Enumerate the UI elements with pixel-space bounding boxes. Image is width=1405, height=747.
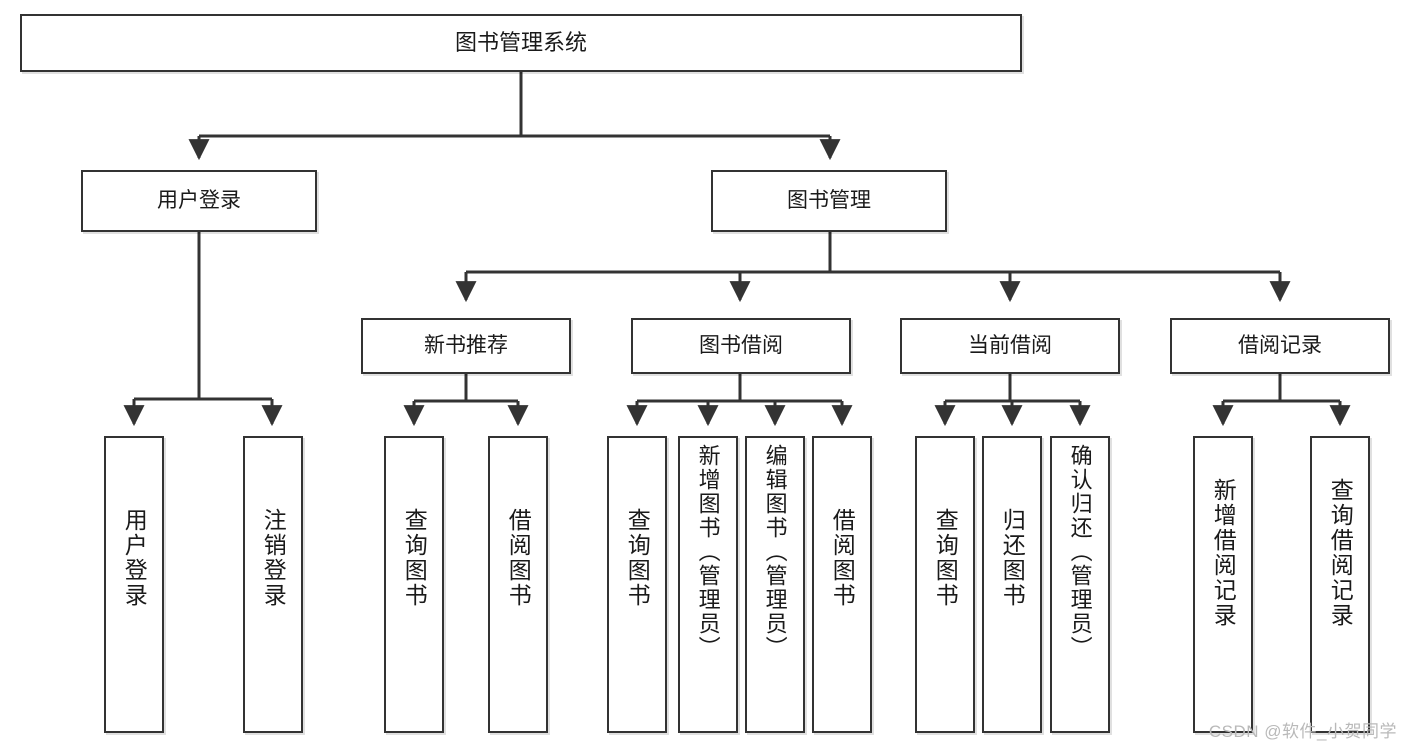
node-leaf-borrow-book-2-label: 借阅图书: [829, 508, 856, 608]
node-new-book-rec[interactable]: 新书推荐: [361, 318, 571, 374]
node-book-manage[interactable]: 图书管理: [711, 170, 947, 232]
node-new-book-rec-label: 新书推荐: [424, 333, 508, 357]
node-borrow-record[interactable]: 借阅记录: [1170, 318, 1390, 374]
node-leaf-query-record-label: 查询借阅记录: [1327, 478, 1354, 628]
node-leaf-add-book[interactable]: 新增图书（管理员）: [678, 436, 738, 733]
node-user-login-label: 用户登录: [157, 188, 241, 212]
node-book-borrow-label: 图书借阅: [699, 333, 783, 357]
node-leaf-query-book-1[interactable]: 查询图书: [384, 436, 444, 733]
node-leaf-edit-book-label: 编辑图书（管理员）: [762, 444, 788, 660]
node-borrow-record-label: 借阅记录: [1238, 333, 1322, 357]
node-root-label: 图书管理系统: [454, 30, 587, 56]
node-book-borrow[interactable]: 图书借阅: [631, 318, 851, 374]
node-leaf-logout-login[interactable]: 注销登录: [243, 436, 303, 733]
node-leaf-add-record[interactable]: 新增借阅记录: [1193, 436, 1253, 733]
node-leaf-add-record-label: 新增借阅记录: [1210, 478, 1237, 628]
node-current-borrow[interactable]: 当前借阅: [900, 318, 1120, 374]
node-leaf-confirm-return[interactable]: 确认归还（管理员）: [1050, 436, 1110, 733]
node-leaf-return-book-label: 归还图书: [999, 508, 1026, 608]
node-leaf-borrow-book-2[interactable]: 借阅图书: [812, 436, 872, 733]
node-leaf-query-book-2-label: 查询图书: [624, 508, 651, 608]
node-leaf-add-book-label: 新增图书（管理员）: [695, 444, 721, 660]
node-current-borrow-label: 当前借阅: [968, 333, 1052, 357]
node-book-manage-label: 图书管理: [787, 188, 871, 212]
node-leaf-query-book-2[interactable]: 查询图书: [607, 436, 667, 733]
node-leaf-query-book-1-label: 查询图书: [401, 508, 428, 608]
node-leaf-user-login-label: 用户登录: [121, 508, 148, 608]
node-leaf-return-book[interactable]: 归还图书: [982, 436, 1042, 733]
node-leaf-confirm-return-label: 确认归还（管理员）: [1067, 444, 1093, 660]
node-leaf-borrow-book-1-label: 借阅图书: [505, 508, 532, 608]
node-leaf-query-record[interactable]: 查询借阅记录: [1310, 436, 1370, 733]
node-user-login[interactable]: 用户登录: [81, 170, 317, 232]
csdn-watermark: CSDN @软件_小贺同学: [1208, 722, 1397, 741]
node-leaf-query-book-3[interactable]: 查询图书: [915, 436, 975, 733]
node-leaf-borrow-book-1[interactable]: 借阅图书: [488, 436, 548, 733]
node-leaf-user-login[interactable]: 用户登录: [104, 436, 164, 733]
node-root[interactable]: 图书管理系统: [20, 14, 1022, 72]
node-leaf-edit-book[interactable]: 编辑图书（管理员）: [745, 436, 805, 733]
node-leaf-query-book-3-label: 查询图书: [932, 508, 959, 608]
node-leaf-logout-login-label: 注销登录: [260, 508, 287, 608]
